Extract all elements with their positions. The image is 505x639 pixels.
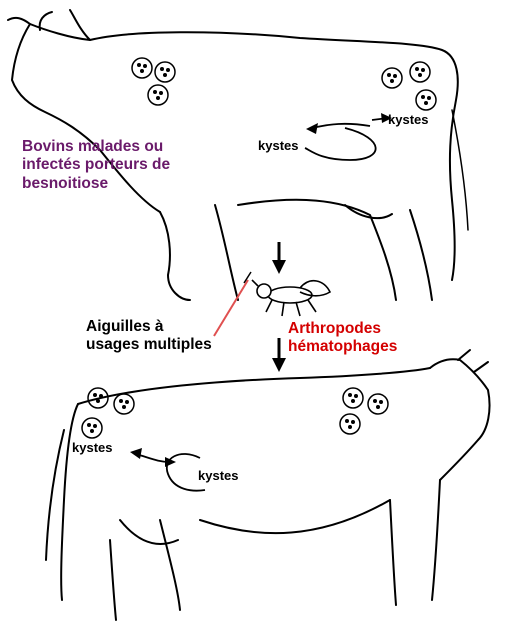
cysts-label-top-right: kystes xyxy=(388,112,428,127)
needles-label-line-2: usages multiples xyxy=(86,336,212,354)
needles-label: Aiguilles à usages multiples xyxy=(86,318,212,355)
source-label-line-1: Bovins malades ou xyxy=(22,138,170,156)
cysts-label-top-left: kystes xyxy=(258,138,298,153)
vectors-label-line-1: Arthropodes xyxy=(288,320,397,338)
needles-label-line-1: Aiguilles à xyxy=(86,318,212,336)
fly-icon xyxy=(252,280,330,316)
bottom-cow-icon xyxy=(46,350,490,620)
cysts-label-bottom-left: kystes xyxy=(72,440,112,455)
source-label-line-2: infectés porteurs de xyxy=(22,156,170,174)
cyst-icon xyxy=(82,388,388,438)
source-cattle-label: Bovins malades ou infectés porteurs de b… xyxy=(22,138,170,193)
cyst-icon xyxy=(132,58,436,110)
cysts-label-bottom-right: kystes xyxy=(198,468,238,483)
vectors-label-line-2: hématophages xyxy=(288,338,397,356)
vectors-label: Arthropodes hématophages xyxy=(288,320,397,357)
cyst-cycle-arrow-bottom xyxy=(136,454,205,491)
source-label-line-3: besnoitiose xyxy=(22,175,170,193)
